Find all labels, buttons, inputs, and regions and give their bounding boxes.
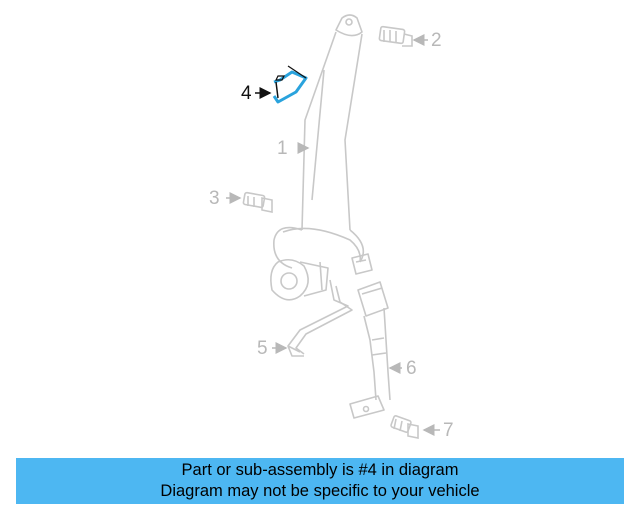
callout-1: 1 <box>277 138 288 159</box>
callout-7: 7 <box>443 420 454 441</box>
part-4-highlight <box>272 65 308 104</box>
seat-belt-webbing <box>270 14 373 301</box>
buckle-assembly <box>349 281 391 419</box>
seat-belt-diagram <box>226 14 440 439</box>
callout-6: 6 <box>406 358 417 379</box>
callout-2: 2 <box>431 30 442 51</box>
bolt-2 <box>378 25 413 47</box>
info-banner: Part or sub-assembly is #4 in diagram Di… <box>16 458 624 504</box>
callout-3: 3 <box>209 188 220 209</box>
bolt-7 <box>390 415 419 439</box>
lower-bracket <box>287 279 353 357</box>
callout-4: 4 <box>241 83 252 104</box>
banner-line-1: Part or sub-assembly is #4 in diagram <box>181 461 459 479</box>
banner-line-2: Diagram may not be specific to your vehi… <box>160 482 480 500</box>
callout-5: 5 <box>257 338 268 359</box>
leader-lines <box>226 34 440 436</box>
bolt-3 <box>242 191 273 213</box>
